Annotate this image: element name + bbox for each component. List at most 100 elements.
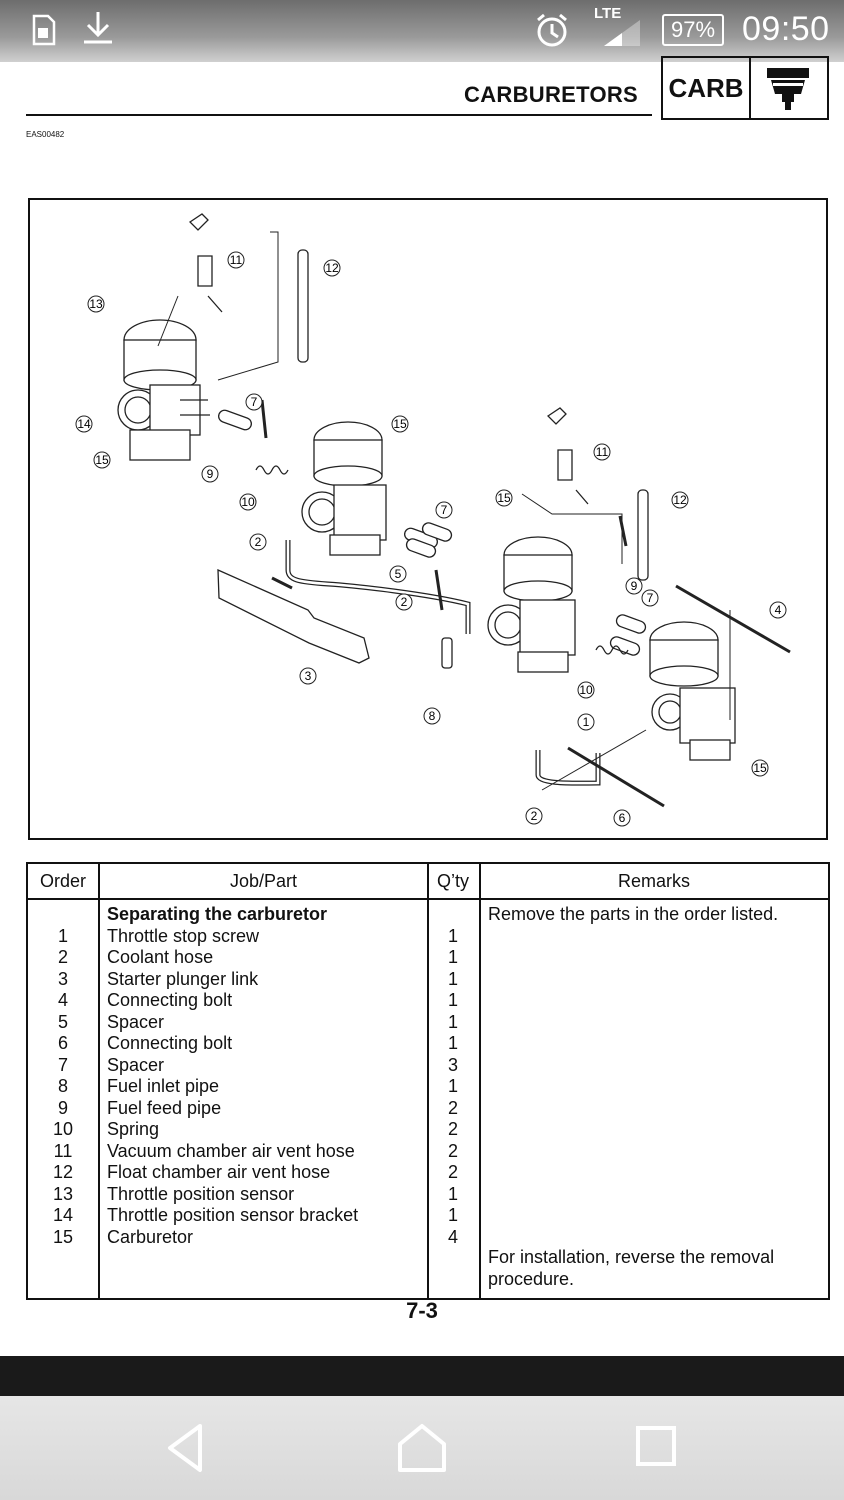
row-job: Connecting bolt <box>107 990 233 1010</box>
svg-text:3: 3 <box>305 669 312 683</box>
section-tag-label: CARB <box>663 58 751 118</box>
svg-text:15: 15 <box>393 417 407 431</box>
svg-text:15: 15 <box>753 761 767 775</box>
row-job: Spacer <box>107 1011 165 1032</box>
row-job: Fuel inlet pipe <box>107 1076 220 1096</box>
callout-11: 11 <box>593 443 611 461</box>
table-row: 13 Throttle position sensor 1 <box>28 1184 480 1206</box>
row-qty: 1 <box>447 947 458 967</box>
network-label: LTE <box>594 5 622 22</box>
row-job: Vacuum chamber air vent hose <box>107 1140 355 1161</box>
row-qty: 4 <box>447 1226 458 1247</box>
row-order: 10 <box>52 1119 74 1139</box>
svg-text:12: 12 <box>325 261 339 275</box>
callout-2: 2 <box>249 533 267 551</box>
viewer-bottom-bar <box>0 1356 844 1396</box>
clock: 09:50 <box>742 10 830 48</box>
status-bar: LTE 97% 09:50 <box>0 0 844 62</box>
svg-text:9: 9 <box>207 467 214 481</box>
svg-text:11: 11 <box>596 445 609 459</box>
row-order: 3 <box>57 968 68 989</box>
header-order: Order <box>39 871 86 891</box>
row-job: Connecting bolt <box>107 1033 233 1053</box>
row-qty: 1 <box>447 1183 458 1204</box>
doc-code: EAS00482 <box>26 130 65 139</box>
column-divider <box>98 864 100 1298</box>
callout-10: 10 <box>577 681 595 699</box>
svg-text:2: 2 <box>255 535 262 549</box>
callout-1: 1 <box>577 713 595 731</box>
parts-table: Order Job/Part Q’ty Remarks Separating t… <box>26 862 830 1300</box>
hoses-drawing <box>188 213 649 786</box>
page-number: 7-3 <box>406 1298 438 1323</box>
svg-text:7: 7 <box>647 591 654 605</box>
row-job: Spacer <box>107 1054 165 1075</box>
recents-icon[interactable] <box>626 1420 686 1476</box>
row-qty: 1 <box>447 1011 458 1032</box>
callout-7: 7 <box>435 501 453 519</box>
row-qty: 2 <box>447 1097 458 1118</box>
row-order: 13 <box>52 1183 74 1204</box>
svg-text:6: 6 <box>619 811 626 825</box>
header-qty: Q’ty <box>436 871 469 891</box>
row-order: 5 <box>57 1011 68 1032</box>
row-job: Float chamber air vent hose <box>107 1162 331 1182</box>
row-order: 12 <box>52 1162 74 1182</box>
svg-text:8: 8 <box>429 709 436 723</box>
svg-text:13: 13 <box>89 297 103 311</box>
back-icon[interactable] <box>158 1420 218 1476</box>
callout-2: 2 <box>525 807 543 825</box>
exploded-diagram: 11 12 13 14 15 15 7 9 10 2 5 2 3 8 15 7 … <box>28 198 828 840</box>
row-qty: 1 <box>447 1076 458 1096</box>
section-title-row: Separating the carburetor <box>28 904 428 926</box>
download-icon <box>84 12 112 44</box>
starter-plunger-link-drawing <box>217 568 370 664</box>
carburetor-icon <box>767 68 809 110</box>
svg-text:1: 1 <box>583 715 590 729</box>
row-order: 7 <box>57 1054 68 1075</box>
callout-12: 12 <box>323 259 341 277</box>
callout-5: 5 <box>389 565 407 583</box>
svg-text:15: 15 <box>497 491 511 505</box>
row-qty: 1 <box>447 1033 458 1053</box>
svg-text:4: 4 <box>775 603 782 617</box>
carburetor-4-drawing <box>649 621 736 761</box>
remark-top: Remove the parts in the order listed. <box>488 904 779 924</box>
navigation-bar <box>0 1396 844 1500</box>
row-order: 2 <box>57 947 68 967</box>
callout-7: 7 <box>641 589 659 607</box>
remark-bottom: For installation, reverse the removal pr… <box>488 1247 775 1289</box>
row-qty: 2 <box>447 1119 458 1139</box>
row-job: Throttle position sensor <box>107 1183 295 1204</box>
row-job: Throttle position sensor bracket <box>107 1205 359 1225</box>
svg-text:2: 2 <box>531 809 538 823</box>
svg-text:12: 12 <box>673 493 687 507</box>
assembly-guide-lines <box>157 231 731 791</box>
svg-text:7: 7 <box>251 395 258 409</box>
callout-15: 15 <box>93 451 111 469</box>
row-order: 11 <box>53 1140 73 1161</box>
row-job: Spring <box>107 1119 160 1139</box>
header-remarks: Remarks <box>617 871 690 891</box>
column-divider <box>479 864 481 1298</box>
battery-level: 97% <box>670 17 716 42</box>
callout-13: 13 <box>87 295 105 313</box>
callout-7: 7 <box>245 393 263 411</box>
callout-8: 8 <box>423 707 441 725</box>
svg-text:10: 10 <box>579 683 593 697</box>
section-title: Separating the carburetor <box>107 904 328 924</box>
carburetor-3-drawing <box>487 536 576 673</box>
row-qty: 1 <box>447 968 458 989</box>
home-icon[interactable] <box>392 1420 452 1476</box>
table-row: 3 Starter plunger link 1 <box>28 969 480 991</box>
row-job: Starter plunger link <box>107 968 259 989</box>
callout-9: 9 <box>201 465 219 483</box>
callout-15: 15 <box>751 759 769 777</box>
row-order: 4 <box>57 990 68 1010</box>
